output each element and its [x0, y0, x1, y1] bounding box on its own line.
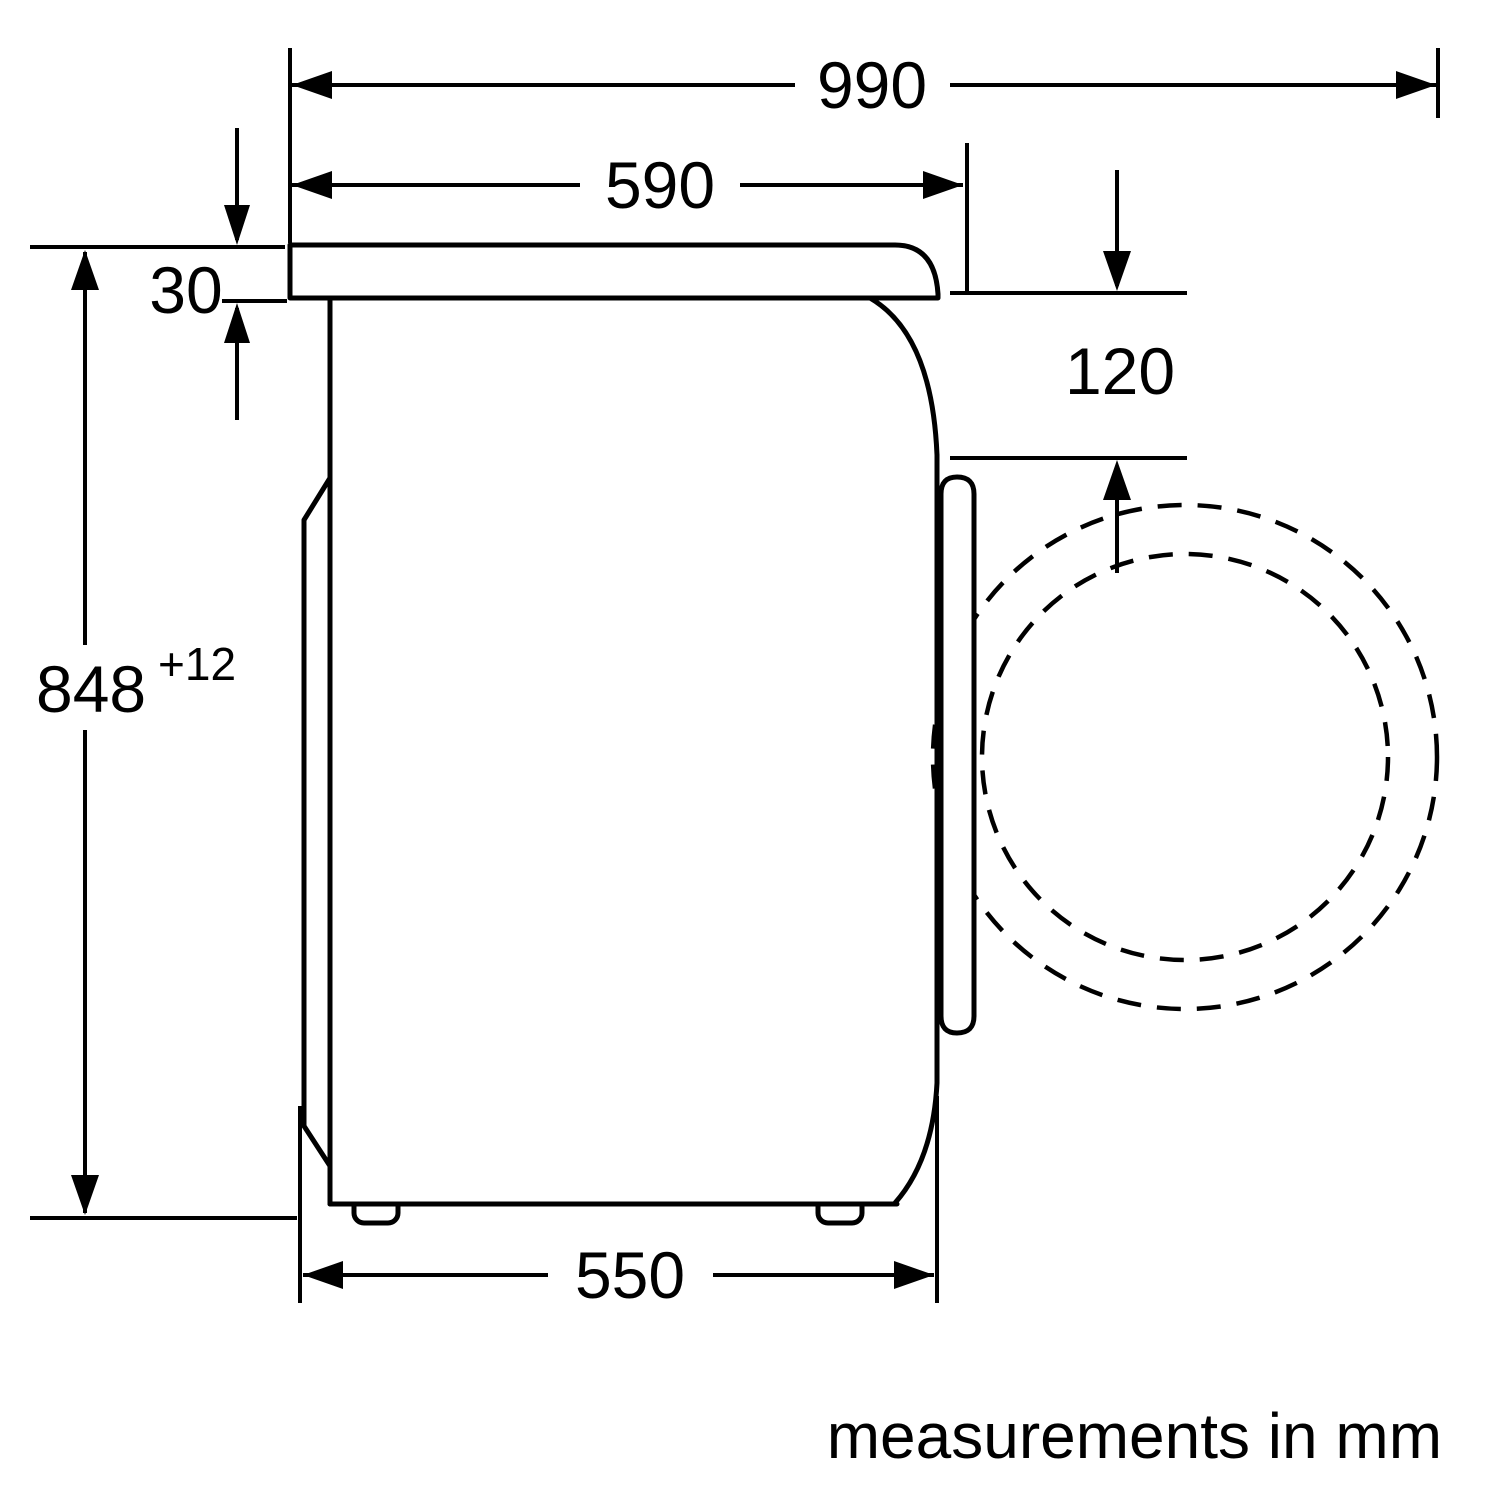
dim-30: 30 — [30, 128, 287, 420]
dim-label-848-tolerance: +12 — [158, 638, 236, 690]
dim-848: 848 +12 — [28, 250, 297, 1220]
label-mask — [795, 42, 950, 125]
dim-590: 590 — [292, 142, 969, 293]
foot-right — [815, 1201, 865, 1226]
foot-left — [351, 1201, 401, 1226]
arrowhead-down — [1103, 251, 1131, 291]
dim-120: 120 — [950, 170, 1187, 573]
arrowhead-up — [1103, 460, 1131, 500]
dim-label-848: 848 — [36, 652, 146, 726]
label-mask — [580, 142, 740, 226]
machine-outline — [287, 242, 941, 1226]
dim-990: 990 — [288, 42, 1440, 243]
dim-label-550: 550 — [575, 1238, 685, 1312]
arrowhead-down — [224, 205, 250, 245]
arrowhead-left — [292, 171, 332, 199]
door-swing-arc-inner — [979, 551, 1391, 963]
back-panel-bevel — [301, 475, 333, 1169]
dim-label-120: 120 — [1065, 334, 1175, 408]
worktop-outline — [287, 242, 941, 301]
door-swing — [930, 502, 1440, 1012]
arrowhead-right — [894, 1261, 934, 1289]
unit-note: measurements in mm — [827, 1400, 1442, 1472]
arrowhead-down — [71, 1175, 99, 1215]
dim-550: 550 — [298, 1096, 939, 1317]
arrowhead-up — [71, 250, 99, 290]
arrowhead-right — [1396, 71, 1436, 99]
label-mask — [548, 1232, 713, 1317]
front-panel-profile — [867, 295, 940, 1206]
arrowhead-left — [303, 1261, 343, 1289]
arrowhead-right — [923, 171, 963, 199]
dim-label-590: 590 — [605, 148, 715, 222]
door-profile — [938, 474, 977, 1036]
arrowhead-up — [224, 303, 250, 343]
arrowhead-left — [292, 71, 332, 99]
label-mask — [28, 645, 263, 730]
door-swing-arc-outer — [930, 502, 1440, 1012]
dim-label-30: 30 — [149, 253, 222, 327]
dim-label-990: 990 — [817, 48, 927, 122]
